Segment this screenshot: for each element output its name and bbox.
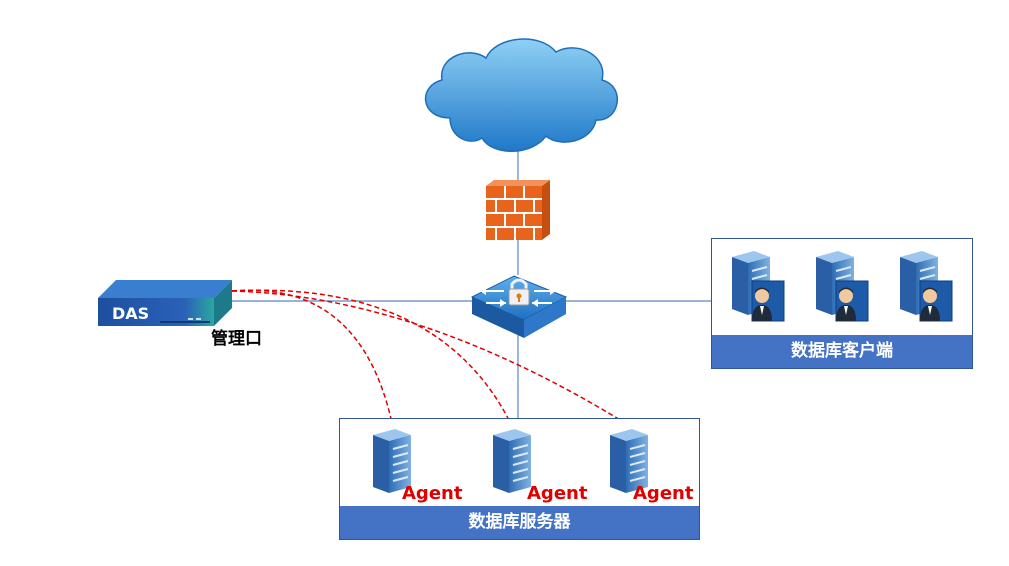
mirror-link-agent-1 (231, 289, 393, 424)
database-server-icon (492, 428, 532, 494)
das-label: DAS (112, 304, 149, 323)
management-port-label: 管理口 (211, 329, 262, 349)
secure-switch-icon (470, 275, 568, 338)
server-group-label: 数据库服务器 (340, 506, 699, 539)
mirror-link-agent-2 (231, 289, 513, 427)
firewall-icon (486, 180, 550, 240)
client-icons (712, 239, 972, 335)
database-client-icon (816, 251, 868, 321)
client-group: 数据库客户端 (711, 238, 973, 369)
agent-label-1: Agent (402, 483, 463, 504)
client-group-label: 数据库客户端 (712, 335, 972, 368)
agent-label-3: Agent (633, 483, 694, 504)
lock-icon (508, 278, 530, 306)
agent-label-2: Agent (527, 483, 588, 504)
mirror-link-agent-3 (231, 290, 631, 427)
das-appliance-icon: DAS (98, 280, 232, 326)
cloud-icon (425, 38, 618, 152)
server-group: Agent Agent Agent 数据库服务器 (339, 418, 700, 540)
database-client-icon (900, 251, 952, 321)
database-client-icon (732, 251, 784, 321)
